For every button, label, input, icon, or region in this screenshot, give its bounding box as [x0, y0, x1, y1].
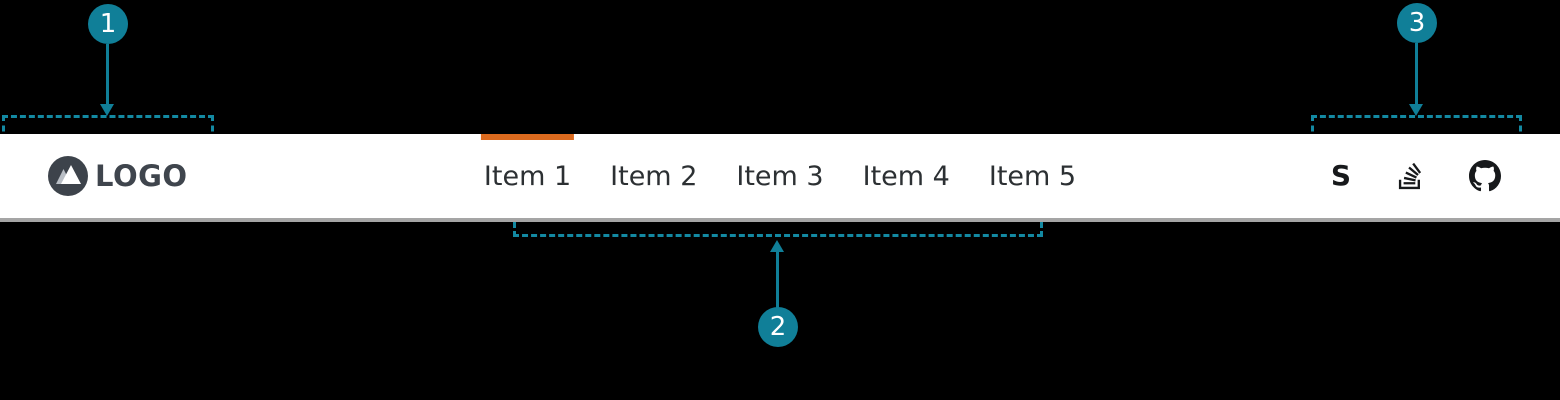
navbar: LOGO Item 1 Item 2 Item 3 Item 4 Item 5 …: [0, 134, 1560, 222]
callout-badge-3: 3: [1397, 3, 1437, 43]
logo-region-outline: [2, 115, 214, 142]
nav-item-1[interactable]: Item 1: [480, 134, 575, 218]
logo-text: LOGO: [95, 159, 188, 193]
stack-overflow-icon[interactable]: [1398, 161, 1422, 191]
callout-badge-2: 2: [758, 307, 798, 347]
callout-line-3: [1415, 43, 1418, 104]
nav-item-2[interactable]: Item 2: [610, 160, 698, 192]
nav-item-4[interactable]: Item 4: [862, 160, 950, 192]
nav-item-3[interactable]: Item 3: [736, 160, 824, 192]
callout-arrow-up-icon: [770, 240, 784, 252]
icon-links-region-outline: [1311, 115, 1522, 142]
mountain-logo-icon: [48, 156, 88, 196]
callout-badge-1: 1: [88, 4, 128, 44]
nav-item-5[interactable]: Item 5: [988, 160, 1077, 192]
nav-menu: Item 1 Item 2 Item 3 Item 4 Item 5: [480, 134, 1077, 218]
icon-links: S: [1331, 160, 1501, 192]
logo[interactable]: LOGO: [48, 156, 188, 196]
callout-line-2: [776, 252, 779, 308]
callout-arrow-down-icon: [1409, 104, 1423, 116]
letter-s-icon[interactable]: S: [1330, 159, 1351, 192]
github-icon[interactable]: [1469, 160, 1501, 192]
callout-arrow-down-icon: [100, 104, 114, 116]
callout-line-1: [106, 44, 109, 104]
